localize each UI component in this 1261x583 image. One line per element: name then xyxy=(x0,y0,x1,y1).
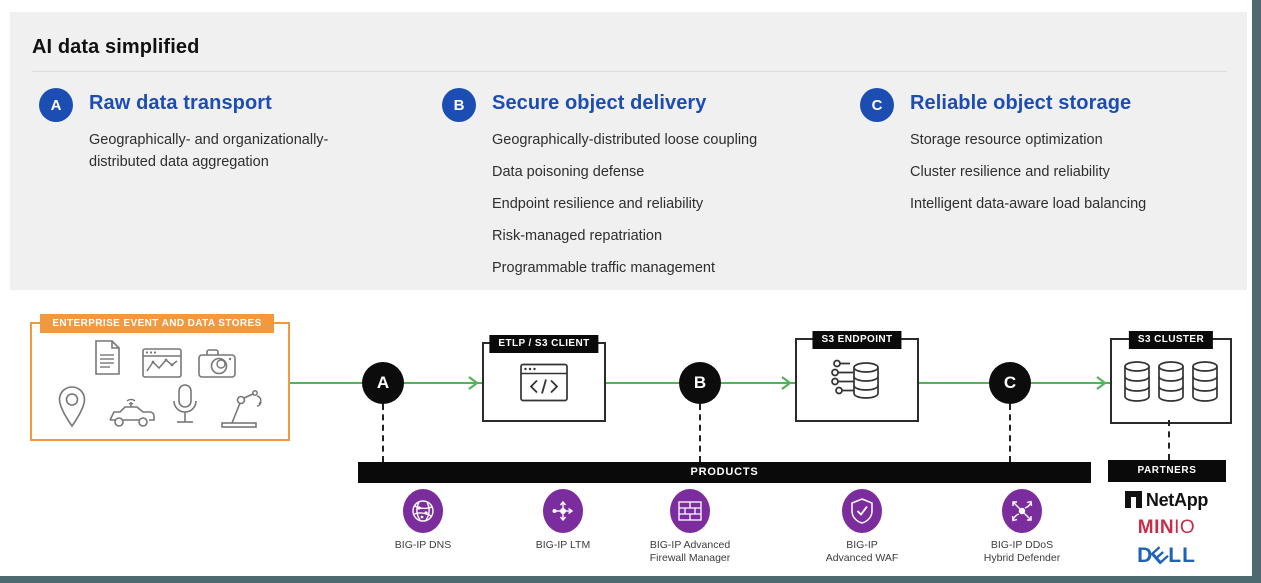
right-accent-bar xyxy=(1252,0,1261,583)
s3-cluster-label: S3 CLUSTER xyxy=(1128,331,1214,349)
dashed-connector xyxy=(1009,404,1011,462)
partner-dell: DELL xyxy=(1137,542,1196,570)
partner-netapp: NetApp xyxy=(1104,490,1229,511)
globe-network-icon xyxy=(403,489,443,533)
product-big-ip-advanced-waf: BIG-IP Advanced WAF xyxy=(792,489,932,565)
product-big-ip-advanced-firewall-manager: BIG-IP Advanced Firewall Manager xyxy=(620,489,760,565)
code-window-icon xyxy=(520,363,568,407)
database-cluster-icon xyxy=(1122,360,1220,409)
microphone-icon xyxy=(172,384,198,430)
section-item: Programmable traffic management xyxy=(492,260,715,276)
s3-endpoint-label: S3 ENDPOINT xyxy=(812,331,902,349)
dashed-connector xyxy=(699,404,701,462)
badge-b: B xyxy=(442,88,476,122)
badge-c: C xyxy=(860,88,894,122)
product-label: Firewall Manager xyxy=(649,552,731,564)
location-pin-icon xyxy=(58,386,86,428)
database-network-icon xyxy=(830,357,884,410)
product-label: BIG-IP LTM xyxy=(535,539,591,551)
bottom-accent-bar xyxy=(0,576,1261,583)
section-item: Risk-managed repatriation xyxy=(492,228,663,244)
enterprise-data-stores-box xyxy=(30,322,290,441)
product-label: BIG-IP xyxy=(846,539,878,551)
section-item: Storage resource optimization xyxy=(910,132,1103,148)
section-item: Cluster resilience and reliability xyxy=(910,164,1110,180)
section-item: Data poisoning defense xyxy=(492,164,645,180)
partners-bar: PARTNERS xyxy=(1108,460,1226,482)
flow-node-b: B xyxy=(679,362,721,404)
section-heading-c: Reliable object storage xyxy=(910,92,1132,114)
arrow-icon xyxy=(781,376,792,390)
robot-arm-icon xyxy=(218,388,266,430)
product-label: BIG-IP Advanced xyxy=(649,539,731,551)
arrow-icon xyxy=(1096,376,1107,390)
title-divider xyxy=(32,71,1227,72)
s3-cluster-box: S3 CLUSTER xyxy=(1110,331,1232,424)
section-secure-object-delivery: B Secure object delivery Geographically-… xyxy=(442,88,757,291)
arrow-icon xyxy=(468,376,479,390)
connected-car-icon xyxy=(106,396,156,430)
enterprise-data-stores-label: ENTERPRISE EVENT AND DATA STORES xyxy=(40,314,274,333)
badge-a: A xyxy=(39,88,73,122)
shield-check-icon xyxy=(842,489,882,533)
section-heading-a: Raw data transport xyxy=(89,92,272,114)
section-item-list: Geographically-distributed loose couplin… xyxy=(492,131,757,278)
section-reliable-object-storage: C Reliable object storage Storage resour… xyxy=(860,88,1146,227)
section-item: Endpoint resilience and reliability xyxy=(492,196,704,212)
ai-data-panel: AI data simplified A Raw data transport … xyxy=(10,12,1247,290)
dashed-connector xyxy=(1168,420,1170,460)
chart-window-icon xyxy=(142,348,182,378)
product-label: Hybrid Defender xyxy=(983,552,1061,564)
ddos-scatter-icon xyxy=(1002,489,1042,533)
camera-icon xyxy=(198,348,236,378)
section-item: Intelligent data-aware load balancing xyxy=(910,196,1147,212)
dashed-connector xyxy=(382,404,384,462)
product-label: BIG-IP DDoS xyxy=(990,539,1054,551)
section-item: Geographically-distributed loose couplin… xyxy=(492,132,758,148)
firewall-bricks-icon xyxy=(670,489,710,533)
page-title: AI data simplified xyxy=(32,36,200,58)
section-item: Geographically- and organizationally-dis… xyxy=(89,132,329,170)
netapp-logo-icon xyxy=(1124,491,1142,508)
section-heading-b: Secure object delivery xyxy=(492,92,707,114)
product-big-ip-dns: BIG-IP DNS xyxy=(353,489,493,552)
partner-name: D xyxy=(1137,544,1154,567)
etlp-s3-client-box: ETLP / S3 CLIENT xyxy=(482,335,606,422)
partner-minio: MINIO xyxy=(1137,517,1196,538)
product-label: Advanced WAF xyxy=(825,552,899,564)
flow-node-c: C xyxy=(989,362,1031,404)
etlp-s3-client-label: ETLP / S3 CLIENT xyxy=(489,335,599,353)
load-balancer-icon xyxy=(543,489,583,533)
product-label: BIG-IP DNS xyxy=(394,539,452,551)
product-big-ip-ddos-hybrid-defender: BIG-IP DDoS Hybrid Defender xyxy=(952,489,1092,565)
flow-node-a: A xyxy=(362,362,404,404)
section-item-list: Storage resource optimization Cluster re… xyxy=(910,131,1146,214)
product-big-ip-ltm: BIG-IP LTM xyxy=(493,489,633,552)
s3-endpoint-box: S3 ENDPOINT xyxy=(795,331,919,422)
products-bar: PRODUCTS xyxy=(358,462,1091,483)
partner-name: MIN xyxy=(1137,517,1175,538)
document-icon xyxy=(94,340,121,376)
partner-name: NetApp xyxy=(1145,490,1209,510)
section-raw-data-transport: A Raw data transport Geographically- and… xyxy=(39,88,389,173)
